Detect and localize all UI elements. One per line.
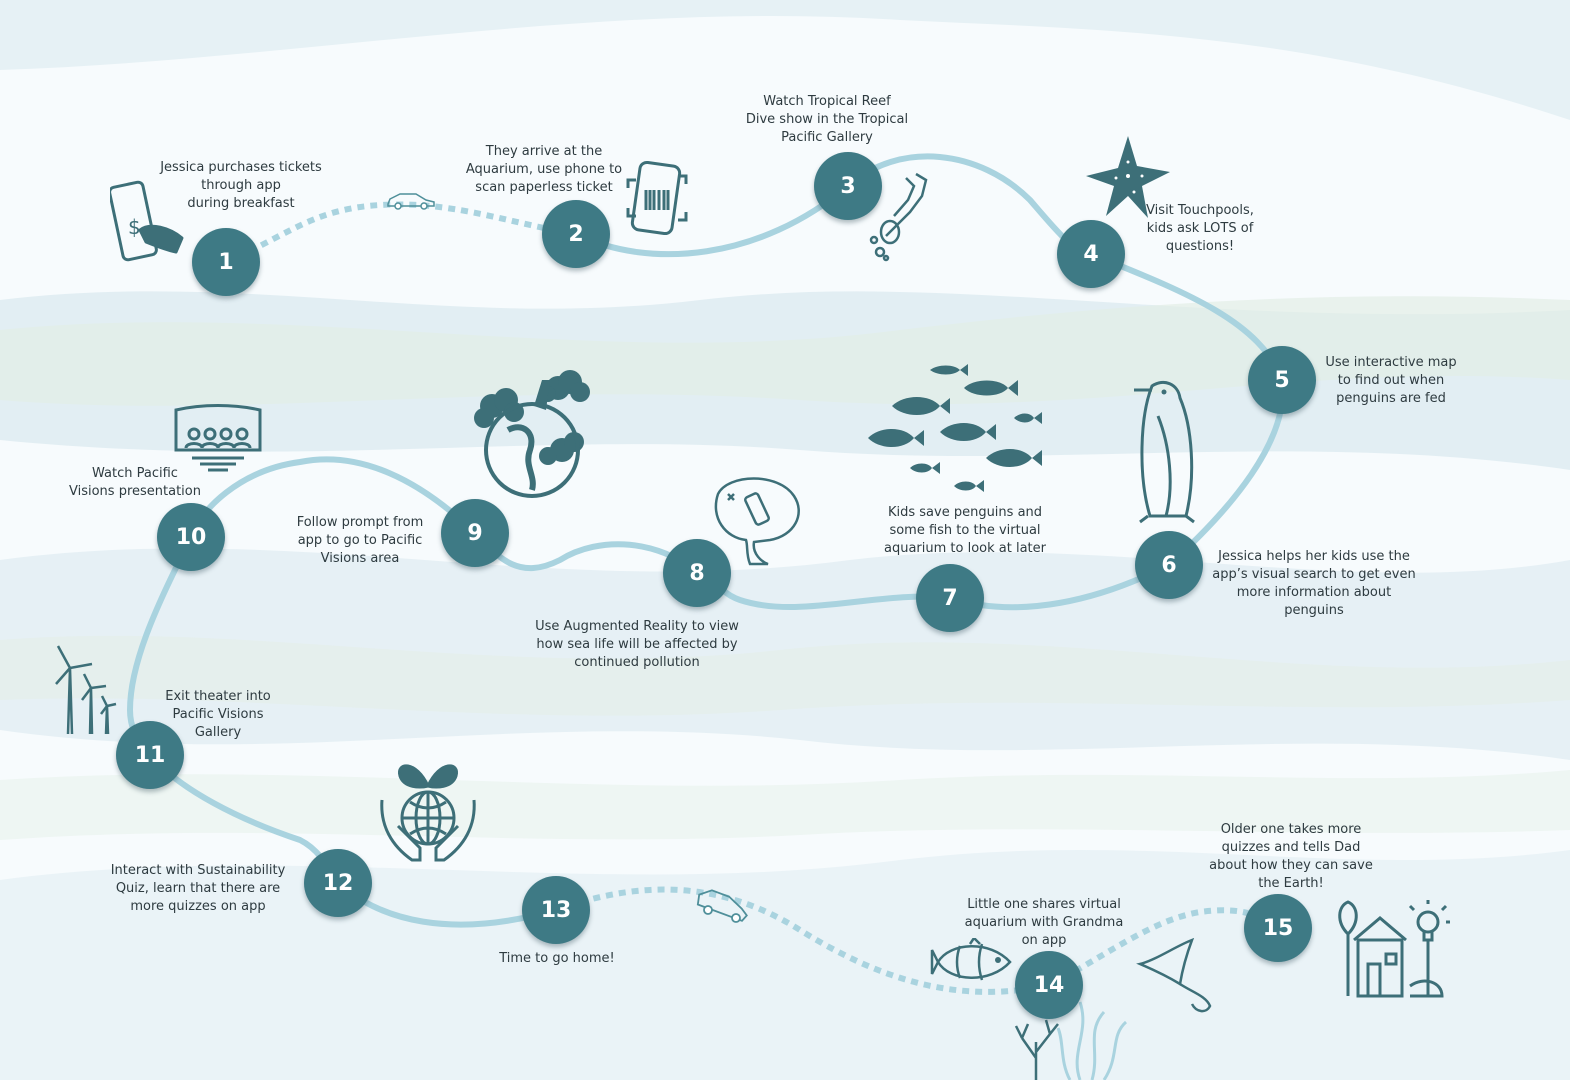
step-number: 1: [218, 250, 233, 275]
step-marker-4: 4: [1057, 220, 1125, 288]
step-marker-1: 1: [192, 228, 260, 296]
fish-school-icon: [864, 362, 1050, 494]
globe-hands-icon: [376, 756, 480, 864]
step-number: 3: [840, 174, 855, 199]
step-number: 15: [1263, 916, 1294, 941]
step-caption-4: Visit Touchpools, kids ask LOTS of quest…: [1125, 202, 1275, 256]
step-marker-8: 8: [663, 539, 731, 607]
step-caption-8: Use Augmented Reality to view how sea li…: [512, 618, 762, 672]
step-number: 4: [1083, 242, 1098, 267]
wind-turbines-icon: [48, 644, 120, 736]
step-number: 10: [176, 525, 207, 550]
step-number: 9: [467, 521, 482, 546]
step-marker-10: 10: [157, 503, 225, 571]
step-caption-13: Time to go home!: [477, 950, 637, 968]
svg-text:$: $: [128, 215, 141, 239]
step-caption-10: Watch Pacific Visions presentation: [55, 465, 215, 501]
penguin-icon: [1130, 376, 1200, 526]
step-number: 5: [1274, 368, 1289, 393]
car-icon: [694, 886, 752, 924]
polluted-earth-icon: [470, 366, 594, 500]
step-caption-14: Little one shares virtual aquarium with …: [944, 896, 1144, 950]
step-marker-12: 12: [304, 849, 372, 917]
step-caption-2: They arrive at the Aquarium, use phone t…: [454, 143, 634, 197]
step-marker-2: 2: [542, 200, 610, 268]
step-caption-12: Interact with Sustainability Quiz, learn…: [88, 862, 308, 916]
step-caption-6: Jessica helps her kids use the app’s vis…: [1199, 548, 1429, 620]
step-marker-7: 7: [916, 564, 984, 632]
step-marker-13: 13: [522, 876, 590, 944]
step-caption-7: Kids save penguins and some fish to the …: [860, 504, 1070, 558]
step-caption-1: Jessica purchases tickets through app du…: [151, 159, 331, 213]
step-number: 12: [323, 871, 354, 896]
step-number: 7: [942, 586, 957, 611]
path-segment-1-2: [226, 204, 576, 262]
step-number: 14: [1034, 973, 1065, 998]
phone-barcode-icon: [626, 160, 688, 236]
step-marker-6: 6: [1135, 531, 1203, 599]
step-marker-9: 9: [441, 499, 509, 567]
step-marker-3: 3: [814, 152, 882, 220]
step-caption-5: Use interactive map to find out when pen…: [1306, 354, 1476, 408]
step-caption-15: Older one takes more quizzes and tells D…: [1196, 821, 1386, 893]
step-number: 2: [568, 222, 583, 247]
step-number: 6: [1161, 553, 1176, 578]
step-number: 8: [689, 561, 704, 586]
step-number: 11: [135, 743, 166, 768]
step-number: 13: [541, 898, 572, 923]
step-caption-11: Exit theater into Pacific Visions Galler…: [148, 688, 288, 742]
step-marker-15: 15: [1244, 894, 1312, 962]
step-caption-3: Watch Tropical Reef Dive show in the Tro…: [727, 93, 927, 147]
car-icon: [386, 190, 436, 210]
eco-house-icon: [1334, 900, 1450, 1000]
theater-icon: [172, 404, 264, 472]
step-caption-9: Follow prompt from app to go to Pacific …: [280, 514, 440, 568]
stingray-icon: [1136, 938, 1214, 1016]
step-marker-14: 14: [1015, 951, 1083, 1019]
